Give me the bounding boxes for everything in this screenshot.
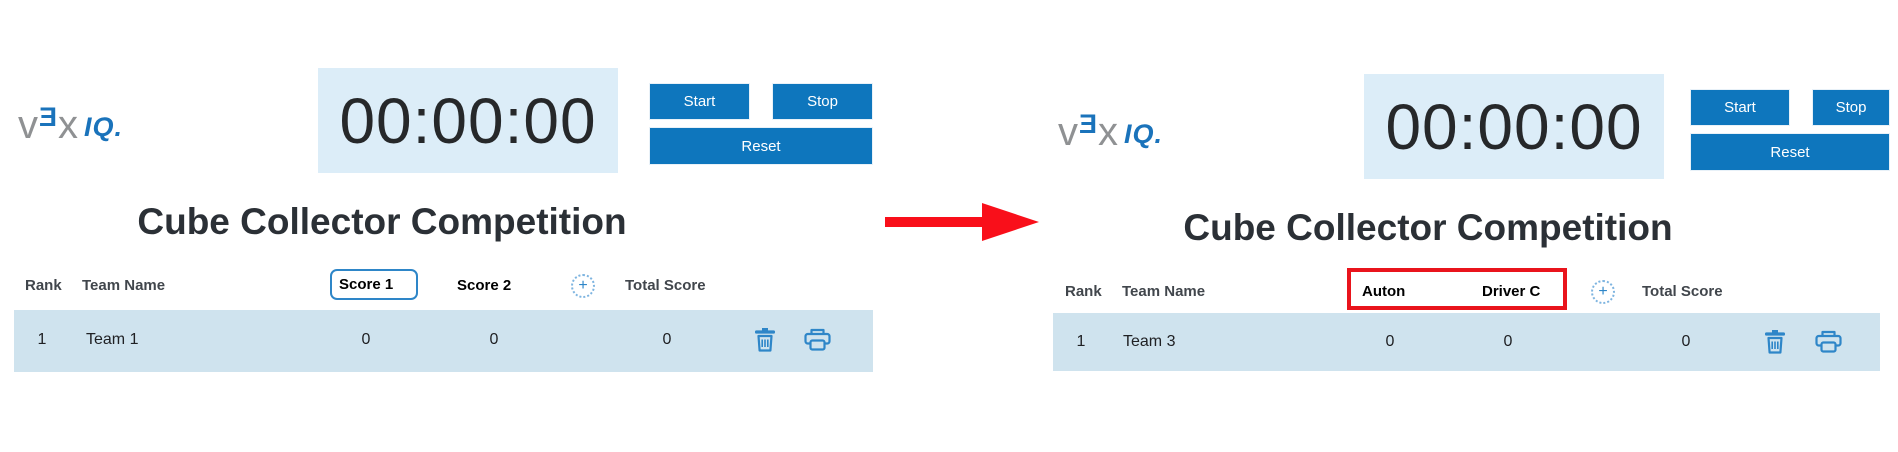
logo-letter-x: x (1098, 110, 1119, 154)
logo-letter-v: v (1058, 110, 1078, 154)
score1-column-label: Score 1 (339, 276, 394, 293)
rank-cell: 1 (37, 331, 47, 348)
timer-display: 00:00:00 (1364, 74, 1664, 179)
trash-icon (755, 328, 775, 352)
transition-arrow (885, 203, 1039, 241)
logo-letter-e: Ǝ (1079, 108, 1098, 139)
total-score-cell: 0 (1681, 333, 1691, 350)
table-row (1053, 313, 1880, 371)
score2-column-label[interactable]: Driver C (1482, 283, 1541, 300)
trash-icon (1765, 330, 1785, 354)
team-name-cell: Team 1 (86, 331, 139, 348)
stop-button[interactable]: Stop (1812, 89, 1890, 126)
score2-cell: 0 (1503, 333, 1513, 350)
score1-cell: 0 (361, 331, 371, 348)
competition-title: Cube Collector Competition (137, 201, 627, 242)
print-row-button[interactable] (1815, 330, 1842, 357)
rank-cell: 1 (1076, 333, 1086, 350)
print-row-button[interactable] (804, 328, 831, 355)
logo-letter-e: Ǝ (39, 101, 58, 132)
team-name-header: Team Name (1122, 283, 1206, 300)
score1-cell: 0 (1385, 333, 1395, 350)
score1-column-input[interactable]: Score 1 (330, 269, 418, 300)
team-name-header: Team Name (82, 277, 166, 294)
start-button[interactable]: Start (1690, 89, 1790, 126)
reset-button[interactable]: Reset (649, 127, 873, 165)
logo-letter-x: x (58, 103, 79, 147)
total-score-cell: 0 (662, 331, 672, 348)
add-column-button[interactable]: + (571, 274, 595, 298)
competition-title: Cube Collector Competition (1183, 207, 1673, 248)
printer-icon (804, 328, 831, 351)
total-score-header: Total Score (1642, 283, 1723, 300)
rank-header: Rank (25, 277, 62, 294)
team-name-cell: Team 3 (1123, 333, 1176, 350)
reset-button[interactable]: Reset (1690, 133, 1890, 171)
logo-iq-mark: IQ. (84, 111, 124, 142)
score2-column-label[interactable]: Score 2 (457, 277, 512, 294)
table-row (14, 310, 873, 372)
logo-iq-mark: IQ. (1124, 118, 1164, 149)
vex-iq-logo: v Ǝ x IQ. (18, 101, 123, 149)
delete-row-button[interactable] (1764, 329, 1786, 357)
timer-display: 00:00:00 (318, 68, 618, 173)
delete-row-button[interactable] (754, 327, 776, 355)
start-button[interactable]: Start (649, 83, 750, 120)
logo-letter-v: v (18, 103, 38, 147)
score2-cell: 0 (489, 331, 499, 348)
score1-column-label[interactable]: Auton (1362, 283, 1406, 300)
printer-icon (1815, 330, 1842, 353)
vex-iq-logo: v Ǝ x IQ. (1058, 108, 1163, 156)
total-score-header: Total Score (625, 277, 706, 294)
add-column-button[interactable]: + (1591, 280, 1615, 304)
renamed-columns-highlight-box (1347, 268, 1567, 310)
stop-button[interactable]: Stop (772, 83, 873, 120)
rank-header: Rank (1065, 283, 1102, 300)
